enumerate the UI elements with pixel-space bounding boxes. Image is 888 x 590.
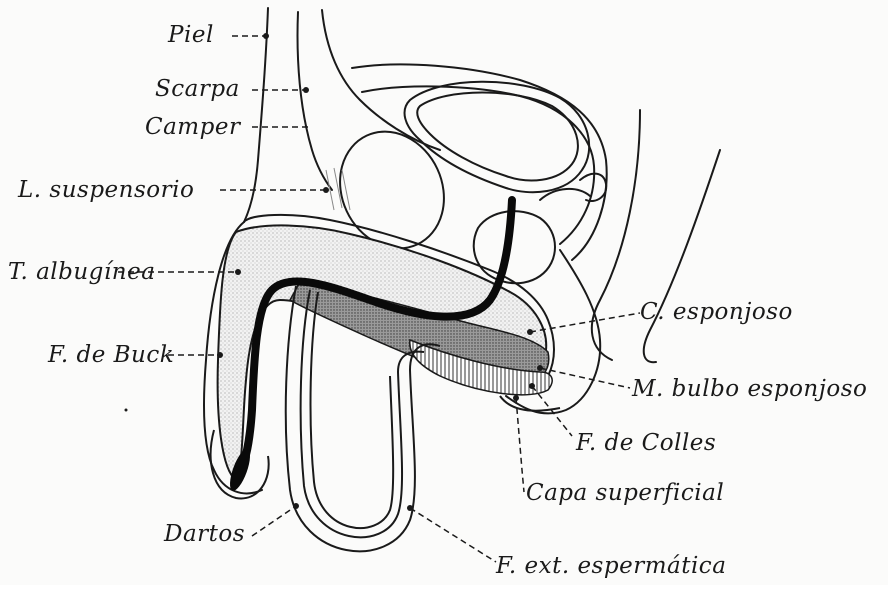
leader-m-bulbo-esponjoso [540,368,630,388]
pointer-dot [513,395,519,401]
label-piel: Piel [168,22,214,48]
label-c-esponjoso: C. esponjoso [640,299,793,325]
leader-f-ext-espermatica [410,508,496,562]
label-t-albuginea: T. albugínea [8,259,155,285]
label-f-de-colles: F. de Colles [576,430,716,456]
rectum-posterior [644,150,720,362]
leader-dartos [252,506,296,536]
pointer-dot [323,187,329,193]
label-f-ext-espermatica: F. ext. espermática [496,553,726,579]
pointer-dot [407,505,413,511]
pointer-dot [537,365,543,371]
pointer-dot [217,352,223,358]
label-camper: Camper [145,114,240,140]
pointer-dot [293,503,299,509]
pointer-dot [235,269,241,275]
pelvic-outline [352,64,607,260]
stray-dot [125,409,128,412]
camper-layer [322,10,440,150]
pointer-dot [263,33,269,39]
pointer-dot [529,383,535,389]
label-m-bulbo-esponjoso: M. bulbo esponjoso [632,376,867,402]
label-l-suspensorio: L. suspensorio [18,177,194,203]
label-f-de-buck: F. de Buck [48,342,174,368]
label-capa-superficial: Capa superficial [526,480,724,506]
pointer-dot [527,329,533,335]
rectum-anterior [592,110,640,360]
bladder-inner [417,93,578,181]
leader-capa-superficial [516,398,524,492]
pointer-dot [303,87,309,93]
label-scarpa: Scarpa [155,76,240,102]
label-dartos: Dartos [164,521,245,547]
